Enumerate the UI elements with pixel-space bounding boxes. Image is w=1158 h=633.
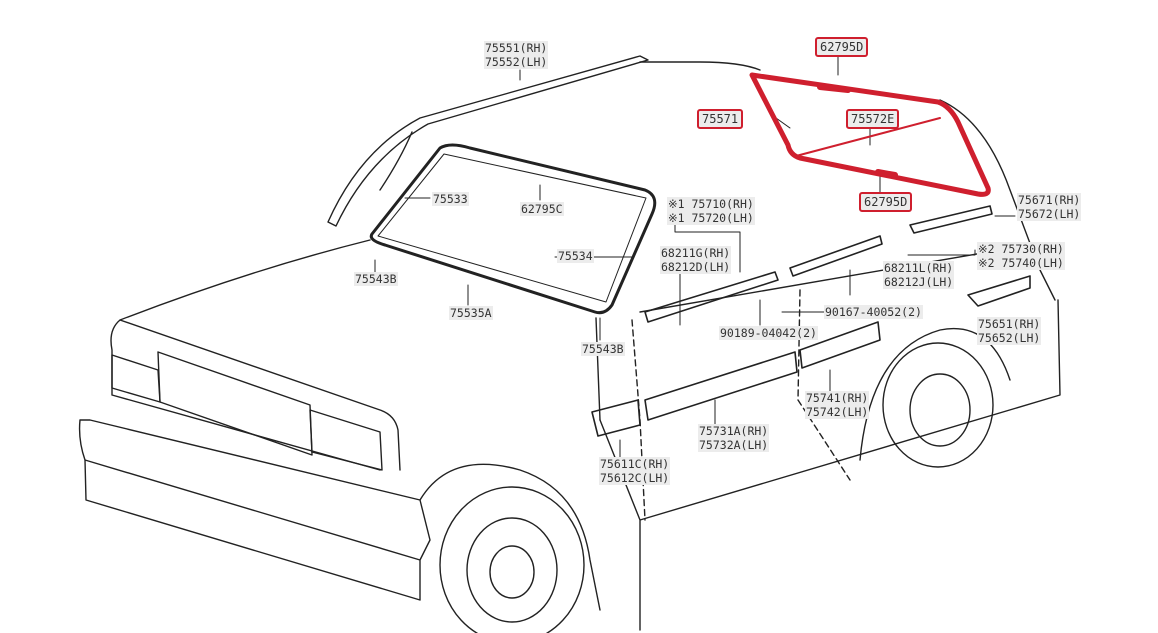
label-roof-rail[interactable]: 75551(RH)75552(LH)	[484, 41, 549, 69]
part-number[interactable]: 75534	[557, 249, 594, 263]
part-number[interactable]: ※1 75710(RH)	[667, 197, 755, 211]
part-number[interactable]: 68211G(RH)	[660, 246, 732, 260]
label-stopper-bottom[interactable]: 62795D	[859, 192, 913, 212]
part-number[interactable]: ※1 75720(LH)	[667, 211, 755, 225]
part-number[interactable]: 75543B	[354, 272, 398, 286]
front-door-line	[631, 319, 646, 521]
part-number[interactable]: ※2 75740(LH)	[977, 256, 1065, 270]
part-number[interactable]: 90189-04042(2)	[719, 326, 818, 340]
label-nut[interactable]: 90189-04042(2)	[719, 326, 818, 340]
part-number[interactable]: 75651(RH)	[977, 317, 1042, 331]
part-number[interactable]: 75535A	[449, 306, 493, 320]
part-number[interactable]: 90167-40052(2)	[824, 305, 923, 319]
part-number[interactable]: 62795C	[520, 202, 564, 216]
part-number[interactable]: 75741(RH)	[805, 391, 870, 405]
grille	[157, 351, 313, 456]
label-back-glass-weatherstrip[interactable]: 75571	[697, 109, 744, 129]
label-front-door-clip[interactable]: 68211G(RH)68212D(LH)	[660, 246, 732, 274]
part-number[interactable]: 75552(LH)	[484, 55, 549, 69]
part-number[interactable]: 75742(LH)	[805, 405, 870, 419]
windshield-frame	[369, 143, 657, 315]
label-back-glass-molding[interactable]: 75572E	[846, 109, 900, 129]
part-number[interactable]: 75672(LH)	[1017, 207, 1082, 221]
label-windshield-lower[interactable]: 75535A	[449, 306, 493, 320]
part-number[interactable]: 75731A(RH)	[698, 424, 770, 438]
part-number[interactable]: 68212D(LH)	[660, 260, 732, 274]
label-rear-door-side[interactable]: 75741(RH)75742(LH)	[805, 391, 870, 419]
part-number[interactable]: 75612C(LH)	[599, 471, 671, 485]
part-number[interactable]: 75652(LH)	[977, 331, 1042, 345]
part-number[interactable]: 75611C(RH)	[599, 457, 671, 471]
headlight	[111, 354, 383, 471]
part-number[interactable]: 68211L(RH)	[883, 261, 955, 275]
label-quarter-window[interactable]: 75671(RH)75672(LH)	[1017, 193, 1082, 221]
part-number[interactable]: 68212J(LH)	[883, 275, 955, 289]
part-number[interactable]: 75543B	[581, 342, 625, 356]
label-stopper-top[interactable]: 62795D	[815, 37, 869, 57]
bumper	[78, 419, 431, 601]
label-windshield-side[interactable]: 75534	[557, 249, 594, 263]
label-quarter-side[interactable]: 75651(RH)75652(LH)	[977, 317, 1042, 345]
roof-rail-molding	[327, 55, 649, 227]
label-rear-door-clip[interactable]: 68211L(RH)68212J(LH)	[883, 261, 955, 289]
label-windshield-corner-right[interactable]: 75543B	[581, 342, 625, 356]
part-number[interactable]: 75732A(LH)	[698, 438, 770, 452]
back-glass-weatherstrip-highlight	[749, 72, 991, 197]
label-front-door-side[interactable]: 75731A(RH)75732A(LH)	[698, 424, 770, 452]
part-number[interactable]: 75551(RH)	[484, 41, 549, 55]
label-windshield-corner-left[interactable]: 75543B	[354, 272, 398, 286]
label-stopper-windshield[interactable]: 62795C	[520, 202, 564, 216]
label-screw[interactable]: 90167-40052(2)	[824, 305, 923, 319]
label-windshield-upper[interactable]: 75533	[432, 192, 469, 206]
label-rear-door-belt[interactable]: ※2 75730(RH)※2 75740(LH)	[977, 242, 1065, 270]
part-number[interactable]: ※2 75730(RH)	[977, 242, 1065, 256]
front-wheel	[439, 486, 585, 633]
label-fender-side[interactable]: 75611C(RH)75612C(LH)	[599, 457, 671, 485]
part-number[interactable]: 75671(RH)	[1017, 193, 1082, 207]
rear-wheel	[882, 342, 994, 468]
part-number[interactable]: 75533	[432, 192, 469, 206]
label-front-door-belt[interactable]: ※1 75710(RH)※1 75720(LH)	[667, 197, 755, 225]
